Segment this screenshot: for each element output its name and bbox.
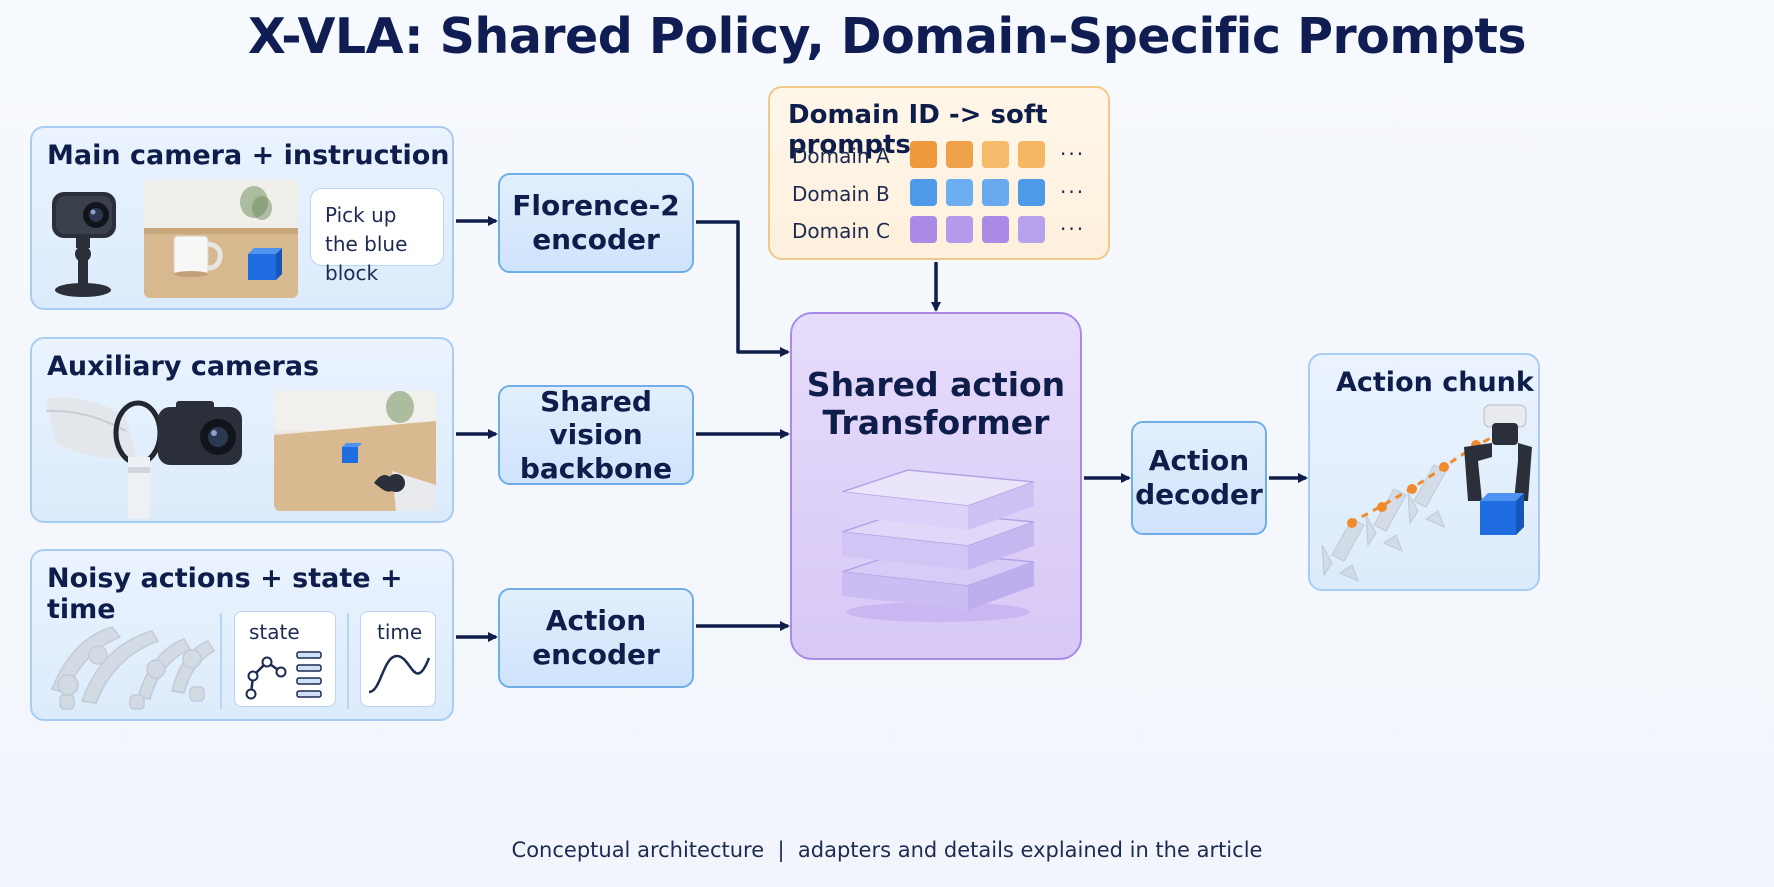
instruction-bubble: Pick up the blue block [310, 188, 444, 285]
time-card: time [360, 611, 436, 707]
action-decoder-box: Action decoder [1131, 421, 1267, 535]
domain-a-token [910, 141, 937, 168]
domain-b-prompts [910, 179, 1045, 206]
noisy-actions-panel: Noisy actions + state + time state [30, 549, 454, 721]
domain-c-token [910, 216, 937, 243]
vision-backbone-line-1: Shared vision [540, 384, 652, 452]
shared-transformer-line-2: Transformer [822, 402, 1050, 442]
domain-a-token [982, 141, 1009, 168]
domain-b-token [982, 179, 1009, 206]
noisy-actions-panel-title: Noisy actions + state + time [47, 563, 403, 625]
panel-divider [220, 613, 222, 709]
soft-prompts-title: Domain ID -> soft prompts [788, 100, 1048, 160]
auxiliary-cameras-panel-title: Auxiliary cameras [47, 351, 320, 382]
instruction-line-1: Pick up [325, 203, 397, 227]
auxiliary-camera-photo [274, 391, 436, 511]
shared-transformer-label: Shared action Transformer [792, 366, 1080, 442]
transformer-layers-icon [841, 469, 1035, 622]
action-decoder-line-2: decoder [1135, 478, 1263, 511]
domain-c-prompts [910, 216, 1045, 243]
arrow-florence-to-transformer [696, 220, 790, 357]
domain-a-token [1018, 141, 1045, 168]
webcam-icon [52, 192, 116, 297]
robot-state-icon [245, 651, 322, 700]
shared-transformer-box: Shared action Transformer [790, 312, 1082, 660]
domain-a-ellipsis: ··· [1060, 142, 1086, 166]
florence-encoder-line-2: encoder [532, 223, 660, 256]
panel-divider-2 [347, 613, 349, 709]
action-chunk-panel: Action chunk [1308, 353, 1540, 591]
action-encoder-line-1: Action [545, 604, 647, 638]
vision-backbone-box: Shared vision backbone [498, 385, 694, 485]
shared-transformer-line-1: Shared action [806, 365, 1066, 404]
noisy-actions-icon [50, 626, 216, 710]
action-encoder-line-2: encoder [532, 638, 660, 671]
action-chunk-trajectory-icon [1321, 404, 1532, 583]
domain-b-token [946, 179, 973, 206]
state-label: state [249, 620, 300, 644]
wrist-camera-icon [45, 397, 242, 519]
domain-b-ellipsis: ··· [1060, 180, 1086, 204]
domain-c-token [1018, 216, 1045, 243]
main-camera-photo [144, 180, 298, 298]
florence-encoder-box: Florence-2 encoder [498, 173, 694, 273]
action-chunk-title: Action chunk [1336, 367, 1534, 398]
domain-b-label: Domain B [792, 182, 890, 206]
page-title: X-VLA: Shared Policy, Domain-Specific Pr… [247, 8, 1527, 65]
domain-b-token [1018, 179, 1045, 206]
domain-c-label: Domain C [792, 219, 890, 243]
state-card: state [234, 611, 336, 707]
auxiliary-cameras-panel: Auxiliary cameras [30, 337, 454, 523]
florence-encoder-line-1: Florence-2 [512, 189, 680, 223]
main-camera-panel-title: Main camera + instruction [47, 140, 450, 171]
main-camera-panel: Main camera + instruction Pick up the bl… [30, 126, 454, 310]
soft-prompts-panel: Domain ID -> soft prompts Domain A ··· D… [768, 86, 1110, 260]
domain-c-token [982, 216, 1009, 243]
domain-a-prompts [910, 141, 1045, 168]
domain-c-ellipsis: ··· [1060, 217, 1086, 241]
domain-a-label: Domain A [792, 144, 890, 168]
domain-a-token [946, 141, 973, 168]
domain-b-token [910, 179, 937, 206]
sine-wave-icon [368, 654, 431, 694]
action-encoder-box: Action encoder [498, 588, 694, 688]
vision-backbone-line-2: backbone [519, 451, 673, 485]
figure-caption: Conceptual architecture | adapters and d… [511, 838, 1263, 862]
domain-c-token [946, 216, 973, 243]
instruction-line-2: the blue block [325, 232, 408, 285]
action-decoder-line-1: Action [1148, 444, 1250, 478]
time-label: time [377, 620, 423, 644]
